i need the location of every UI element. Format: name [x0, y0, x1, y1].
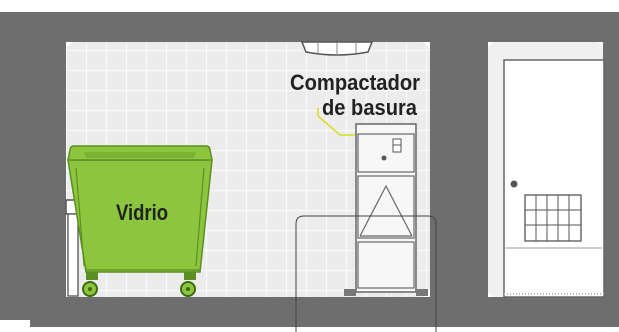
room-door — [503, 59, 605, 298]
compactor-label-line1: Compactador — [290, 70, 420, 95]
bin-wheel-right-icon — [180, 272, 196, 297]
compactor-label-line2: de basura — [322, 95, 418, 120]
right-wall — [603, 12, 619, 327]
door-vent-grille-icon — [524, 194, 582, 242]
door-handle-icon — [510, 180, 518, 188]
left-wall — [0, 30, 66, 310]
bin-label: Vidrio — [116, 200, 168, 225]
chute-frame — [295, 215, 437, 332]
middle-wall — [430, 12, 488, 327]
ceiling-slab — [30, 12, 605, 42]
trash-compactor — [344, 123, 428, 296]
label-leader-line — [317, 108, 358, 136]
glass-recycling-bin: Vidrio — [67, 145, 213, 297]
compactor-control-knob-icon — [381, 155, 387, 161]
ceiling-light-icon — [300, 41, 374, 56]
floor-slab — [30, 297, 605, 327]
bin-wheel-left-icon — [82, 272, 98, 297]
